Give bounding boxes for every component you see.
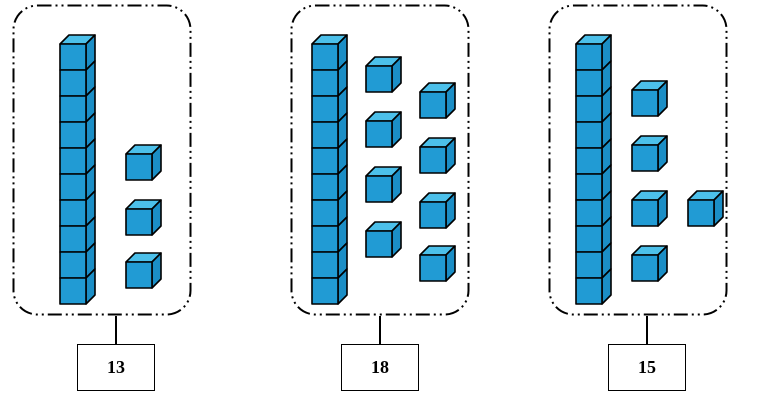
number-box: 18 <box>341 344 419 391</box>
number-box: 15 <box>608 344 686 391</box>
number-label: 18 <box>371 357 389 377</box>
blocks-panel <box>12 4 192 316</box>
panel-column: 18 <box>290 4 470 391</box>
connector-line <box>115 316 117 344</box>
blocks-panel <box>290 4 470 316</box>
panel-column: 15 <box>548 4 728 391</box>
number-label: 13 <box>107 357 125 377</box>
panel-column: 13 <box>12 4 192 391</box>
number-box: 13 <box>77 344 155 391</box>
number-label: 15 <box>638 357 656 377</box>
connector-line <box>646 316 648 344</box>
blocks-panel <box>548 4 728 316</box>
connector-line <box>379 316 381 344</box>
